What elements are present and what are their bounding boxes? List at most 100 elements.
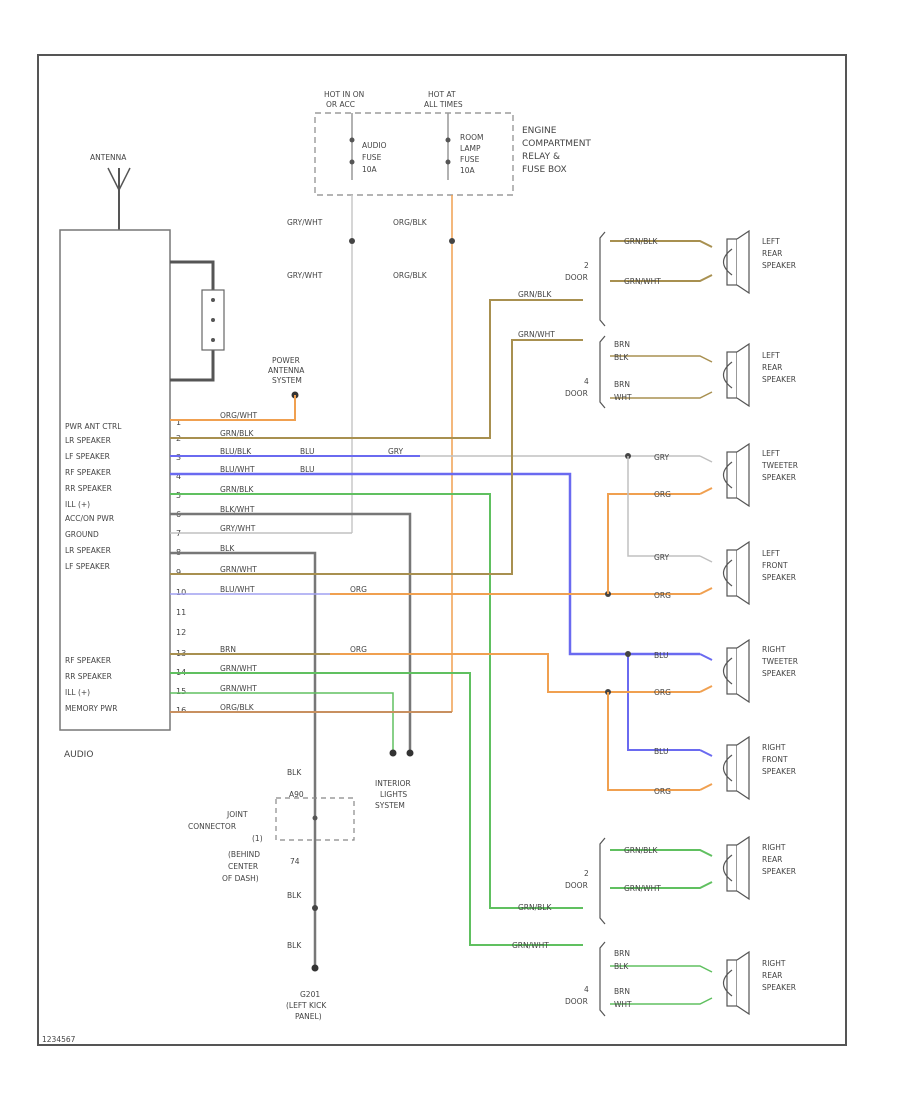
wire-label: GRY (654, 453, 670, 462)
pin-label: PWR ANT CTRL (65, 422, 122, 431)
pin-label: MEMORY PWR (65, 704, 117, 713)
pin-label: GROUND (65, 530, 99, 539)
wire-label: BRN (614, 380, 630, 389)
joint-l4: (BEHIND (228, 850, 260, 859)
audio-unit-label: AUDIO (64, 750, 93, 760)
pin-label: LR SPEAKER (65, 436, 111, 445)
fuse2-sub2: FUSE (460, 155, 480, 164)
joint-l1: JOINT (226, 810, 248, 819)
wire-label: GRN/BLK (518, 290, 552, 299)
door-number: 2 (584, 869, 589, 878)
speaker-label: SPEAKER (762, 573, 796, 582)
hot-at-label: HOT AT (428, 90, 456, 99)
pin-label: RR SPEAKER (65, 672, 112, 681)
wire-label: BRN (220, 645, 236, 654)
wire-rr-grn-blk (170, 493, 583, 909)
wire-label: ORG/BLK (220, 703, 255, 712)
speaker-right-tweeter: BLU ORG RIGHT TWEETER SPEAKER (654, 639, 798, 703)
pin-number: 15 (176, 687, 186, 696)
wire-label: GRN/WHT (220, 565, 257, 574)
box-label-3: RELAY & (522, 152, 560, 162)
wire-label: BLU (300, 465, 314, 474)
wire-pwr-ant (170, 395, 296, 421)
speaker-label: SPEAKER (762, 375, 796, 384)
speaker-label: REAR (762, 249, 782, 258)
speaker-left-tweeter: GRY ORG LEFT TWEETER SPEAKER (654, 443, 798, 507)
wire-label: GRN/BLK (220, 485, 254, 494)
wire-label: GRN/WHT (518, 330, 555, 339)
door-label: DOOR (565, 273, 588, 282)
footer-code: 1234567 (42, 1035, 76, 1044)
feed2-wire-label-a: ORG/BLK (393, 218, 428, 227)
wire-label: BLK (614, 353, 629, 362)
speaker-label: REAR (762, 971, 782, 980)
interior-l3: SYSTEM (375, 801, 405, 810)
pin-label: LF SPEAKER (65, 562, 110, 571)
wire-label: ORG (654, 688, 671, 697)
joint-pin-b: 74 (290, 857, 300, 866)
door-label: DOOR (565, 997, 588, 1006)
wire-label: GRN/WHT (624, 277, 661, 286)
speaker-label: SPEAKER (762, 867, 796, 876)
wire-label: BLU (654, 651, 668, 660)
speaker-right-rear-2: BRN BLK BRN WHT RIGHT REAR SPEAKER (610, 949, 796, 1015)
fuse2-sub: LAMP (460, 144, 481, 153)
door-label: DOOR (565, 881, 588, 890)
speaker-label: LEFT (762, 449, 780, 458)
wire-label: WHT (614, 393, 632, 402)
wire-label: BRN (614, 987, 630, 996)
pin-number: 11 (176, 608, 186, 617)
wire-label: ORG (654, 591, 671, 600)
pin-number: 16 (176, 706, 186, 715)
audio-pins: PWR ANT CTRL LR SPEAKER LF SPEAKER RF SP… (65, 418, 186, 715)
ground-wire-label-b: BLK (287, 941, 302, 950)
speaker-label: SPEAKER (762, 473, 796, 482)
wire-label: BRN (614, 949, 630, 958)
fuse2-rating: 10A (460, 166, 476, 175)
antenna-icon (107, 167, 131, 230)
pin-label: ILL (+) (65, 688, 90, 697)
pin-label: LF SPEAKER (65, 452, 110, 461)
speaker-left-rear-2: BRN BLK BRN WHT LEFT REAR SPEAKER (610, 340, 796, 407)
fuse1-rating: 10A (362, 165, 378, 174)
wire-label: ORG (654, 490, 671, 499)
speaker-label: LEFT (762, 549, 780, 558)
interior-l1: INTERIOR (375, 779, 411, 788)
joint-l6: OF DASH) (222, 874, 259, 883)
antenna-label: ANTENNA (90, 153, 127, 162)
speaker-label: LEFT (762, 351, 780, 360)
wire-label: GRN/BLK (624, 237, 658, 246)
wire-label: GRY (654, 553, 670, 562)
wire-rr-grn-wht (170, 672, 583, 946)
fuse1-sub: FUSE (362, 153, 382, 162)
fuse-box: HOT IN ON OR ACC HOT AT ALL TIMES AUDIO … (314, 90, 591, 196)
speaker-label: FRONT (762, 755, 788, 764)
box-label-4: FUSE BOX (522, 165, 567, 175)
feed1-wire-label-a: GRY/WHT (287, 218, 323, 227)
wire-label: GRN/WHT (624, 884, 661, 893)
speaker-label: SPEAKER (762, 261, 796, 270)
speaker-left-front: GRY ORG LEFT FRONT SPEAKER (654, 541, 796, 605)
joint-pin-a: A90 (289, 790, 304, 799)
hot-on-label: HOT IN ON (324, 90, 364, 99)
wire-label: GRN/WHT (512, 941, 549, 950)
wire-label: ORG (654, 787, 671, 796)
pin-label: RF SPEAKER (65, 656, 111, 665)
speaker-label: TWEETER (761, 461, 798, 470)
joint-wire-label: BLK (287, 768, 302, 777)
pin-number: 1 (176, 418, 181, 427)
ground-l2: (LEFT KICK (286, 1001, 327, 1010)
speaker-label: FRONT (762, 561, 788, 570)
hot-on-sub: OR ACC (326, 100, 355, 109)
wire-label: BLK (614, 962, 629, 971)
feed1-wire-label-b: GRY/WHT (287, 271, 323, 280)
wire-label: ORG (350, 585, 367, 594)
audio-unit (59, 229, 225, 731)
fuse1-label: AUDIO (362, 141, 387, 150)
joint-l2: CONNECTOR (188, 822, 236, 831)
power-antenna-l1: POWER (272, 356, 300, 365)
speaker-label: RIGHT (762, 843, 786, 852)
wire-label: GRN/WHT (220, 684, 257, 693)
interior-l2: LIGHTS (380, 790, 407, 799)
